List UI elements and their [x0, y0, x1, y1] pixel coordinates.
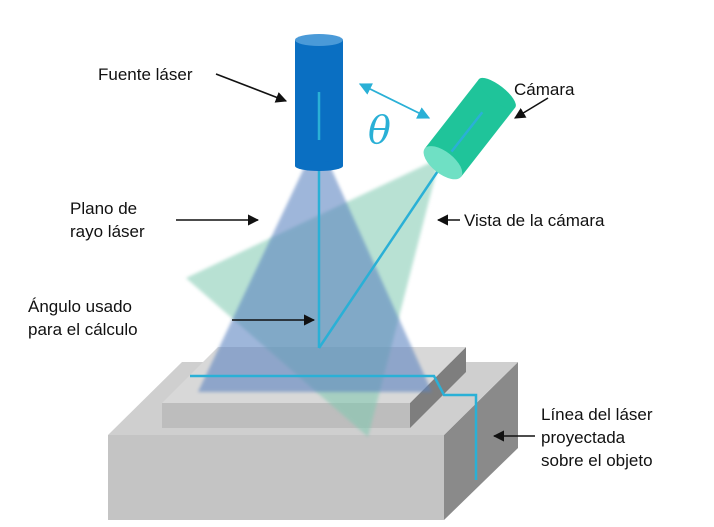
theta-arrow: [358, 83, 431, 119]
label-projected-line1: Línea del láser: [541, 405, 653, 424]
label-projected-line2: proyectada: [541, 428, 626, 447]
laser-source-arrow: [215, 73, 288, 103]
camera-back: [478, 77, 516, 109]
label-plane-line2: rayo láser: [70, 222, 145, 241]
laser-source: [295, 34, 343, 171]
projected-laser-line: [190, 374, 478, 480]
label-projected-line3: sobre el objeto: [541, 451, 653, 470]
laser-bottom: [295, 161, 343, 171]
camera-sight-line: [317, 149, 454, 349]
block-front-face: [108, 435, 444, 520]
camera: [423, 77, 516, 180]
camera-arrow: [514, 97, 549, 119]
label-camera-view: Vista de la cámara: [464, 211, 605, 230]
camera-lens: [423, 146, 463, 180]
laser-plane: [198, 166, 432, 392]
block-side-face: [444, 362, 518, 520]
label-laser-source: Fuente láser: [98, 65, 193, 84]
label-camera: Cámara: [514, 80, 575, 99]
laser-top: [295, 34, 343, 46]
theta-symbol: θ: [368, 108, 391, 152]
label-plane-line1: Plano de: [70, 199, 137, 218]
label-angle-line1: Ángulo usado: [28, 297, 132, 316]
step-side-face: [410, 347, 466, 428]
label-angle-line2: para el cálculo: [28, 320, 138, 339]
camera-axis-mark: [450, 111, 484, 153]
